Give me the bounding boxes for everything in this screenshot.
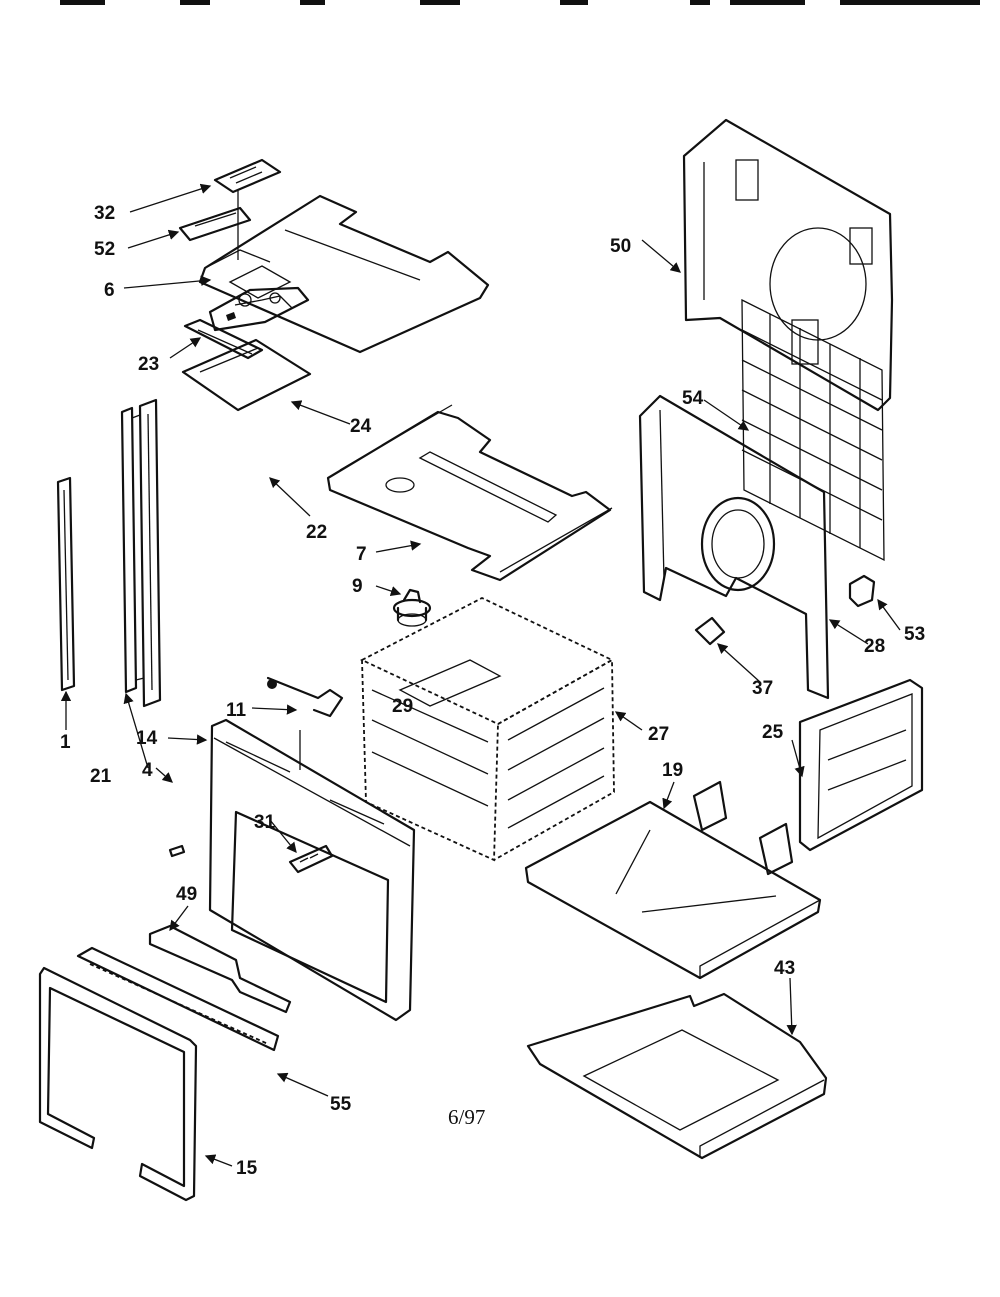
label-1: 1 [60,732,71,753]
label-32: 32 [94,203,115,224]
part-7-shelf [326,404,613,582]
label-23: 23 [138,354,159,375]
part-28-back-frame [638,394,830,700]
part-37-bracket [694,616,726,646]
label-19: 19 [662,760,683,781]
label-15: 15 [236,1158,258,1179]
part-49-trim [148,924,292,1014]
label-4: 4 [142,760,153,781]
part-1-side-strip [56,476,76,692]
part-23-bracket [183,318,264,360]
label-25: 25 [762,722,784,743]
label-22: 22 [306,522,327,543]
label-9: 9 [352,576,363,597]
label-55: 55 [330,1094,352,1115]
label-54: 54 [682,388,704,409]
label-29: 29 [392,696,413,717]
part-32-control-board [213,158,282,194]
part-24-switch-assembly [208,286,310,332]
part-52-overlay [178,206,252,242]
part-6-top-panel [198,190,490,354]
label-28: 28 [864,636,885,657]
part-labels: 32 52 6 23 24 22 7 9 29 11 14 4 21 1 31 … [60,203,925,1179]
label-49: 49 [176,884,197,905]
part-4-screw [168,844,186,858]
part-55-vent [76,946,280,1052]
label-52: 52 [94,239,115,260]
part-27-oven-cavity [359,596,615,862]
part-54-insulation [741,298,885,562]
label-6: 6 [104,280,115,301]
label-53: 53 [904,624,925,645]
leader-lines [60,183,901,1167]
label-7: 7 [356,544,367,565]
part-50-rear-panel [682,118,894,412]
label-21: 21 [90,766,112,787]
part-15-gasket [38,966,198,1202]
part-11-sensor [266,676,344,718]
part-14-front-frame [208,718,416,1022]
part-21-side-trim [120,398,162,708]
label-43: 43 [774,958,795,979]
label-31: 31 [254,812,276,833]
date-code: 6/97 [448,1105,485,1129]
part-53-clip [848,574,876,608]
label-11: 11 [226,700,247,721]
label-50: 50 [610,236,631,257]
label-27: 27 [648,724,669,745]
part-19-bottom-panel [524,780,822,980]
part-25-side-shield [798,678,924,852]
label-37: 37 [752,678,773,699]
label-14: 14 [136,728,158,749]
part-43-bottom-tray [526,992,828,1160]
cropped-header-fragment [60,0,980,5]
part-31-lamp [288,844,334,874]
label-24: 24 [350,416,372,437]
part-22-plate [181,338,312,412]
part-9-fan [392,588,432,627]
